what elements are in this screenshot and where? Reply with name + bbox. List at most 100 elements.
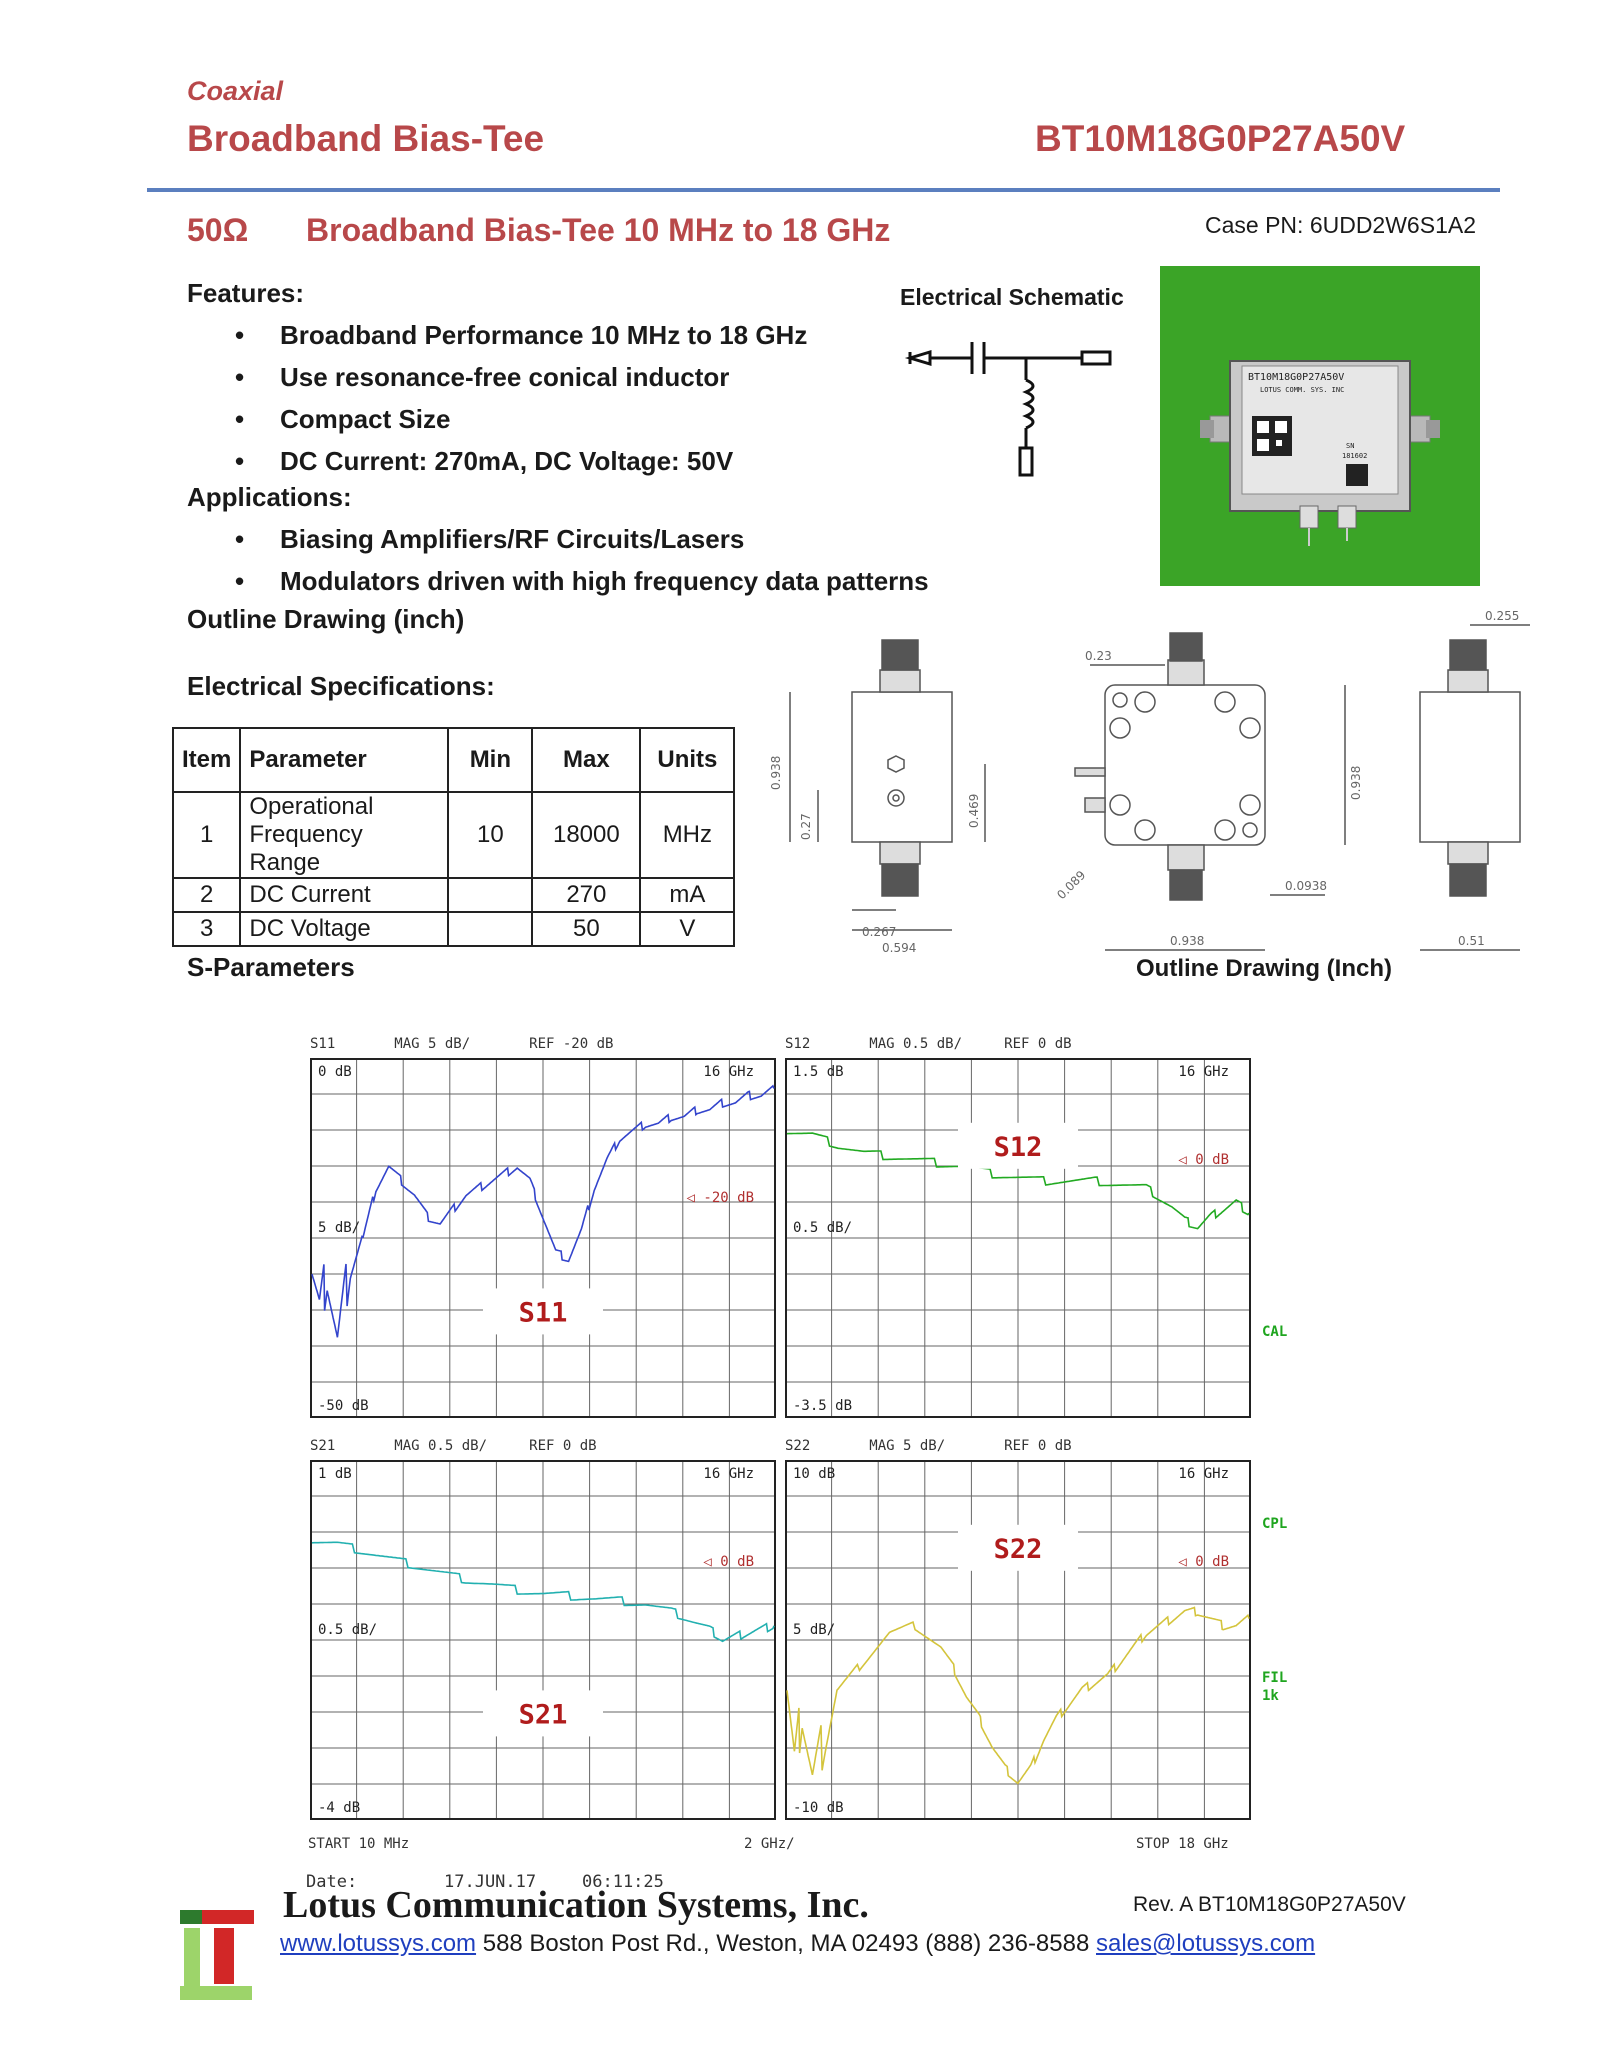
analyzer-start: START 10 MHz bbox=[308, 1836, 410, 1852]
spec-heading: Electrical Specifications: bbox=[187, 671, 495, 701]
spec-col-max: Max bbox=[531, 727, 642, 793]
spec-cell: MHz bbox=[639, 791, 736, 879]
feature-item: Broadband Performance 10 MHz to 18 GHz bbox=[187, 314, 807, 356]
analyzer-fil-label: FIL bbox=[1262, 1670, 1288, 1686]
part-number: BT10M18G0P27A50V bbox=[1035, 118, 1406, 159]
dim-label: 0.469 bbox=[967, 794, 981, 828]
schematic-title: Electrical Schematic bbox=[900, 284, 1124, 310]
chart-label-background bbox=[958, 1524, 1078, 1571]
chart-header-s12: S12 MAG 0.5 dB/ REF 0 dB bbox=[785, 1036, 1072, 1052]
photo-label-sn: SN bbox=[1346, 442, 1354, 450]
chart-bottom-label: -10 dB bbox=[793, 1800, 844, 1816]
spec-table-header: Item Parameter Min Max Units bbox=[171, 727, 736, 793]
chart-label-background bbox=[958, 1122, 1078, 1169]
product-subtitle: Broadband Bias-Tee 10 MHz to 18 GHz bbox=[306, 212, 891, 248]
application-item: Modulators driven with high frequency da… bbox=[187, 560, 929, 602]
spec-col-units: Units bbox=[639, 727, 736, 793]
spec-cell bbox=[447, 911, 534, 947]
spec-col-item: Item bbox=[171, 727, 242, 793]
dim-label: 0.938 bbox=[1349, 766, 1363, 800]
chart-top-label: 0 dB bbox=[318, 1064, 352, 1080]
dim-label: 0.0938 bbox=[1285, 879, 1327, 893]
spec-cell: 270 bbox=[531, 877, 642, 913]
chart-bottom-label: -50 dB bbox=[318, 1398, 369, 1414]
chart-ref-label: ◁ 0 dB bbox=[1178, 1554, 1229, 1570]
feature-item: Use resonance-free conical inductor bbox=[187, 356, 807, 398]
spec-cell: 10 bbox=[447, 791, 534, 879]
dim-label: 0.23 bbox=[1085, 649, 1112, 663]
spec-col-min: Min bbox=[447, 727, 534, 793]
chart-label-background bbox=[483, 1690, 603, 1737]
application-item: Biasing Amplifiers/RF Circuits/Lasers bbox=[187, 518, 929, 560]
spec-cell: Operational Frequency Range bbox=[239, 791, 450, 879]
applications-list: Biasing Amplifiers/RF Circuits/Lasers Mo… bbox=[187, 518, 929, 602]
date-label: Date: bbox=[306, 1872, 358, 1892]
trace-s22 bbox=[786, 1606, 1250, 1785]
chart-ref-label: ◁ 0 dB bbox=[1178, 1152, 1229, 1168]
chart-scale-label: 5 dB/ bbox=[793, 1622, 835, 1638]
header-divider bbox=[147, 188, 1500, 192]
dim-label: 0.267 bbox=[862, 925, 896, 939]
contact-line: www.lotussys.com 588 Boston Post Rd., We… bbox=[280, 1930, 1315, 1958]
trace-s12 bbox=[786, 1132, 1250, 1230]
chart-top-label: 10 dB bbox=[793, 1466, 835, 1482]
chart-title: S12 bbox=[994, 1132, 1043, 1163]
chart-header-s21: S21 MAG 0.5 dB/ REF 0 dB bbox=[310, 1438, 597, 1454]
table-row: 1 Operational Frequency Range 10 18000 M… bbox=[171, 791, 736, 879]
time-value: 06:11:25 bbox=[582, 1872, 664, 1892]
spec-cell: DC Voltage bbox=[239, 911, 450, 947]
spec-cell: 50 bbox=[531, 911, 642, 947]
chart-title: S21 bbox=[519, 1699, 568, 1730]
chart-title: S22 bbox=[994, 1534, 1043, 1565]
chart-bottom-label: -3.5 dB bbox=[793, 1398, 852, 1414]
spec-cell: 2 bbox=[171, 877, 242, 913]
spec-cell: 18000 bbox=[531, 791, 642, 879]
chart-header-s11: S11 MAG 5 dB/ REF -20 dB bbox=[310, 1036, 614, 1052]
email-link[interactable]: sales@lotussys.com bbox=[1096, 1930, 1316, 1957]
chart-scale-label: 0.5 dB/ bbox=[318, 1622, 377, 1638]
dim-label: 0.255 bbox=[1485, 609, 1519, 623]
outline-drawing-label: Outline Drawing (Inch) bbox=[1136, 955, 1392, 982]
chart-top-label: 1.5 dB bbox=[793, 1064, 844, 1080]
spec-table: Item Parameter Min Max Units 1 Operation… bbox=[171, 727, 736, 947]
table-row: 3 DC Voltage 50 V bbox=[171, 911, 736, 947]
analyzer-cpl-label: CPL bbox=[1262, 1516, 1288, 1532]
chart-freq-label: 16 GHz bbox=[1178, 1466, 1229, 1482]
analyzer-stop: STOP 18 GHz bbox=[1136, 1836, 1229, 1852]
chart-bottom-label: -4 dB bbox=[318, 1800, 360, 1816]
spec-cell: 3 bbox=[171, 911, 242, 947]
chart-freq-label: 16 GHz bbox=[703, 1064, 754, 1080]
spec-cell bbox=[447, 877, 534, 913]
photo-label-model: BT10M18G0P27A50V bbox=[1248, 372, 1344, 383]
spec-cell: DC Current bbox=[239, 877, 450, 913]
chart-label-background bbox=[483, 1288, 603, 1335]
outline-heading: Outline Drawing (inch) bbox=[187, 604, 465, 634]
company-address: 588 Boston Post Rd., Weston, MA 02493 (8… bbox=[476, 1930, 1096, 1957]
dim-label: 0.51 bbox=[1458, 934, 1485, 948]
chart-scale-label: 5 dB/ bbox=[318, 1220, 360, 1236]
chart-s22: 10 dB -10 dB 16 GHz ◁ 0 dB 5 dB/S22 bbox=[785, 1460, 1251, 1820]
table-row: 2 DC Current 270 mA bbox=[171, 877, 736, 913]
product-illustration: BT10M18G0P27A50V LOTUS COMM. SYS. INC SN… bbox=[1160, 266, 1480, 586]
feature-item: DC Current: 270mA, DC Voltage: 50V bbox=[187, 440, 807, 482]
trace-s11 bbox=[311, 1084, 775, 1338]
chart-freq-label: 16 GHz bbox=[1178, 1064, 1229, 1080]
spec-cell: mA bbox=[639, 877, 736, 913]
trace-s21 bbox=[311, 1541, 775, 1643]
company-name: Lotus Communication Systems, Inc. bbox=[283, 1884, 869, 1926]
outline-drawing: 0.938 0.27 0.469 0.267 0.594 0.23 0.938 … bbox=[770, 609, 1530, 955]
feature-item: Compact Size bbox=[187, 398, 807, 440]
dim-label: 0.938 bbox=[1170, 934, 1204, 948]
website-link[interactable]: www.lotussys.com bbox=[280, 1930, 477, 1957]
revision-label: Rev. A BT10M18G0P27A50V bbox=[1133, 1893, 1406, 1916]
sparam-heading: S-Parameters bbox=[187, 952, 355, 982]
chart-ref-label: ◁ 0 dB bbox=[703, 1554, 754, 1570]
dim-label: 0.938 bbox=[770, 756, 783, 790]
features-list: Broadband Performance 10 MHz to 18 GHz U… bbox=[187, 314, 807, 482]
spec-col-parameter: Parameter bbox=[239, 727, 450, 793]
photo-label-serial: 181602 bbox=[1342, 452, 1367, 460]
product-photo: BT10M18G0P27A50V LOTUS COMM. SYS. INC SN… bbox=[1160, 266, 1480, 586]
